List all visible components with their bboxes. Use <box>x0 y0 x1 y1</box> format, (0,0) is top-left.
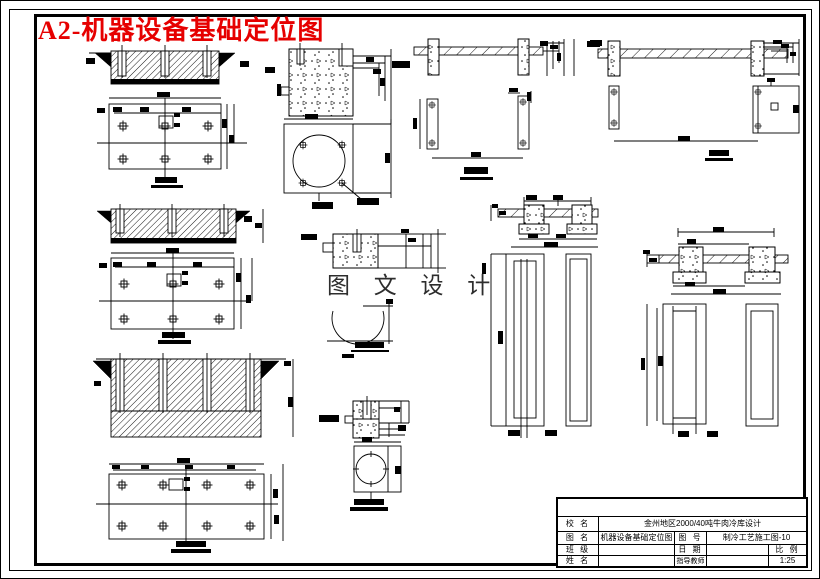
student-name-value <box>598 555 674 566</box>
drawing-no-value: 制冷工艺施工图-10 <box>706 531 806 544</box>
figure-i-plan <box>482 253 592 438</box>
figure-j-plan <box>641 303 779 437</box>
advisor-label: 指导教师 <box>674 555 706 566</box>
class-value <box>598 544 674 555</box>
figure-f-plan <box>96 458 284 553</box>
sheet-title: A2-机器设备基础定位图 <box>38 16 325 45</box>
class-label: 班 级 <box>558 544 598 555</box>
figure-e-plan <box>99 248 253 344</box>
date-label: 日 期 <box>674 544 706 555</box>
date-value <box>706 544 768 555</box>
figure-a-plan <box>97 92 247 188</box>
figure-c-elevation <box>413 38 600 76</box>
figure-g-tank <box>327 299 393 358</box>
figure-a-section <box>86 45 281 96</box>
figure-j-section <box>643 227 789 295</box>
title-block: 校 名 金州地区2000/40吨牛肉冷库设计 图 名 机器设备基础定位图 图 号… <box>556 497 808 568</box>
scale-value: 1:25 <box>768 555 806 566</box>
watermark-text: 图 文 设 计 <box>327 273 500 298</box>
figure-h-detail <box>350 437 402 511</box>
school-label: 校 名 <box>558 516 598 531</box>
drawing-name-value: 机器设备基础定位图 <box>598 531 674 544</box>
figure-i-section <box>490 195 599 248</box>
figure-c-plan <box>413 88 532 180</box>
figure-e-section <box>96 204 264 244</box>
scale-label: 比 例 <box>768 544 806 555</box>
figure-d-plan <box>608 78 800 161</box>
figure-g-section <box>301 229 446 273</box>
advisor-value <box>706 555 768 566</box>
figure-d-elevation <box>590 39 800 77</box>
school-value: 金州地区2000/40吨牛肉冷库设计 <box>598 516 806 531</box>
figure-f-section <box>92 353 294 438</box>
figure-h-section <box>319 396 410 439</box>
title-block-blank-row <box>558 499 806 516</box>
drawing-no-label: 图 号 <box>674 531 706 544</box>
student-name-label: 姓 名 <box>558 555 598 566</box>
drawing-name-label: 图 名 <box>558 531 598 544</box>
figure-b-plan <box>283 114 392 209</box>
figure-b-section <box>277 43 410 124</box>
